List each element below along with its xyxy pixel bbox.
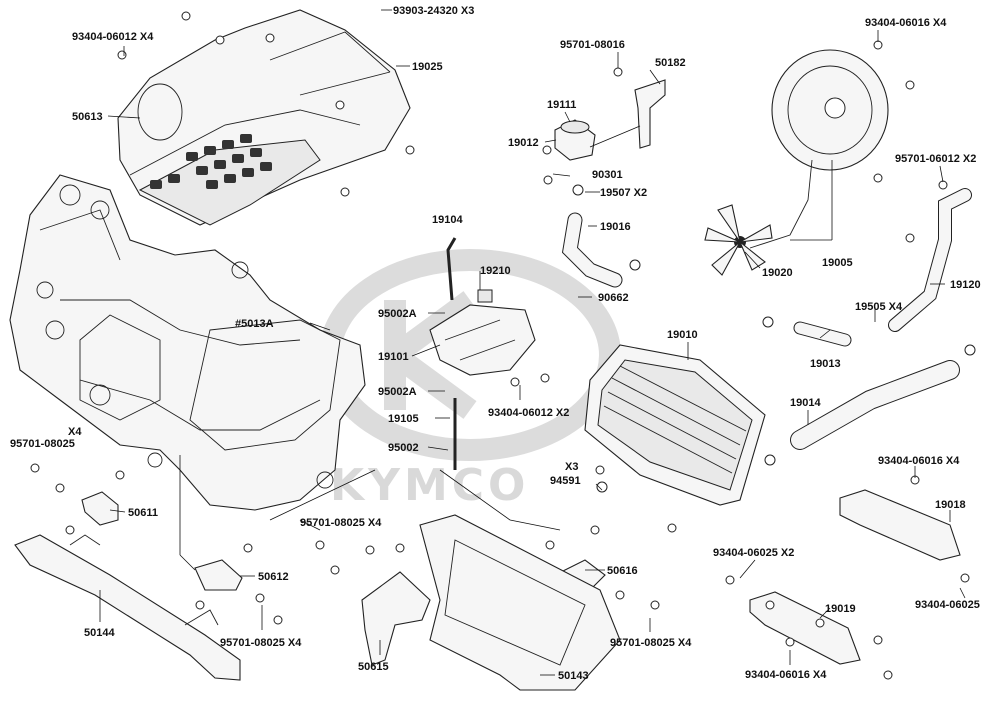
callout-95002: 95002 bbox=[388, 442, 419, 454]
callout-93903-24320: 93903-24320 X3 bbox=[393, 5, 474, 17]
callout-19016: 19016 bbox=[600, 221, 631, 233]
bracket-50615 bbox=[361, 571, 431, 666]
bracket-50611 bbox=[81, 491, 119, 526]
radiator-guard-50143 bbox=[419, 514, 621, 691]
callout-x4: X4 bbox=[68, 426, 82, 438]
cap-19210 bbox=[477, 289, 493, 303]
bracket-19019 bbox=[749, 591, 861, 665]
callout-94591: 94591 bbox=[550, 475, 581, 487]
hose-19013 bbox=[793, 321, 852, 347]
callout-5013a: #5013A bbox=[235, 318, 274, 330]
callout-19020: 19020 bbox=[762, 267, 793, 279]
bracket-50182 bbox=[634, 79, 666, 149]
callout-50144: 50144 bbox=[84, 627, 115, 639]
callout-95701-08025-x4-c: 95701-08025 X4 bbox=[610, 637, 692, 649]
callout-19507-x2: 19507 X2 bbox=[600, 187, 647, 199]
callout-93404-06012-x4: 93404-06012 X4 bbox=[72, 31, 154, 43]
bracket-50612 bbox=[194, 559, 243, 591]
callout-93404-06012-x2: 93404-06012 X2 bbox=[488, 407, 569, 419]
callout-50616: 50616 bbox=[607, 565, 638, 577]
callout-19505-x4: 19505 X4 bbox=[855, 301, 903, 313]
callout-19005: 19005 bbox=[822, 257, 853, 269]
callout-50612: 50612 bbox=[258, 571, 289, 583]
tube-19104 bbox=[446, 237, 457, 301]
fan-blade-19020 bbox=[704, 204, 773, 276]
callout-95701-08025: 95701-08025 bbox=[10, 438, 75, 450]
under-tray-50613 bbox=[117, 9, 411, 226]
callout-19014: 19014 bbox=[790, 397, 821, 409]
leader-lines bbox=[99, 9, 966, 676]
callout-19013: 19013 bbox=[810, 358, 841, 370]
hose-19014 bbox=[790, 360, 960, 450]
callout-50611: 50611 bbox=[128, 507, 158, 519]
bolts bbox=[30, 11, 976, 680]
callout-19210: 19210 bbox=[480, 265, 511, 277]
callout-93404-06025-x2: 93404-06025 X2 bbox=[713, 547, 794, 559]
callout-19101: 19101 bbox=[378, 351, 409, 363]
callout-90662: 90662 bbox=[598, 292, 629, 304]
callout-19120: 19120 bbox=[950, 279, 981, 291]
callout-50613: 50613 bbox=[72, 111, 103, 123]
callout-19104: 19104 bbox=[432, 214, 463, 226]
callout-19019: 19019 bbox=[825, 603, 856, 615]
callout-93404-06016-x4-top: 93404-06016 X4 bbox=[865, 17, 947, 29]
callout-50615: 50615 bbox=[358, 661, 389, 673]
main-frame bbox=[9, 174, 366, 511]
callout-19018: 19018 bbox=[935, 499, 966, 511]
callout-19025: 19025 bbox=[412, 61, 443, 73]
callout-50182: 50182 bbox=[655, 57, 686, 69]
watermark-text: KYMCO bbox=[330, 460, 529, 511]
callout-95701-06012-x2: 95701-06012 X2 bbox=[895, 153, 976, 165]
hose-19120 bbox=[888, 188, 972, 332]
radiator-19010 bbox=[584, 344, 766, 506]
callout-95701-08016: 95701-08016 bbox=[560, 39, 625, 51]
callout-93404-06025: 93404-06025 bbox=[915, 599, 980, 611]
callout-95002a-1: 95002A bbox=[378, 308, 417, 320]
callout-90301: 90301 bbox=[592, 169, 623, 181]
hose-19016 bbox=[561, 212, 623, 288]
bracket-19018 bbox=[839, 489, 961, 561]
callout-95701-08025-x4-b: 95701-08025 X4 bbox=[220, 637, 302, 649]
callout-93404-06016-x4-bottom: 93404-06016 X4 bbox=[745, 669, 827, 681]
callout-19111: 19111 bbox=[547, 99, 576, 111]
callout-x3: X3 bbox=[565, 461, 578, 473]
lower-bar-50144 bbox=[14, 534, 241, 681]
reservoir-19101 bbox=[429, 304, 536, 376]
callout-93404-06016-x4-mid: 93404-06016 X4 bbox=[878, 455, 960, 467]
callout-95002a-2: 95002A bbox=[378, 386, 417, 398]
callout-19010: 19010 bbox=[667, 329, 698, 341]
callout-labels: 93903-24320 X3 93404-06012 X4 19025 5061… bbox=[10, 5, 981, 682]
thermostat-19012 bbox=[554, 119, 596, 161]
callout-95701-08025-x4-a: 95701-08025 X4 bbox=[300, 517, 382, 529]
callout-19012: 19012 bbox=[508, 137, 539, 149]
callout-19105: 19105 bbox=[388, 413, 419, 425]
fan-shroud-19005 bbox=[749, 49, 889, 249]
callout-50143: 50143 bbox=[558, 670, 589, 682]
kymco-watermark-logo: KYMCO bbox=[319, 249, 621, 511]
